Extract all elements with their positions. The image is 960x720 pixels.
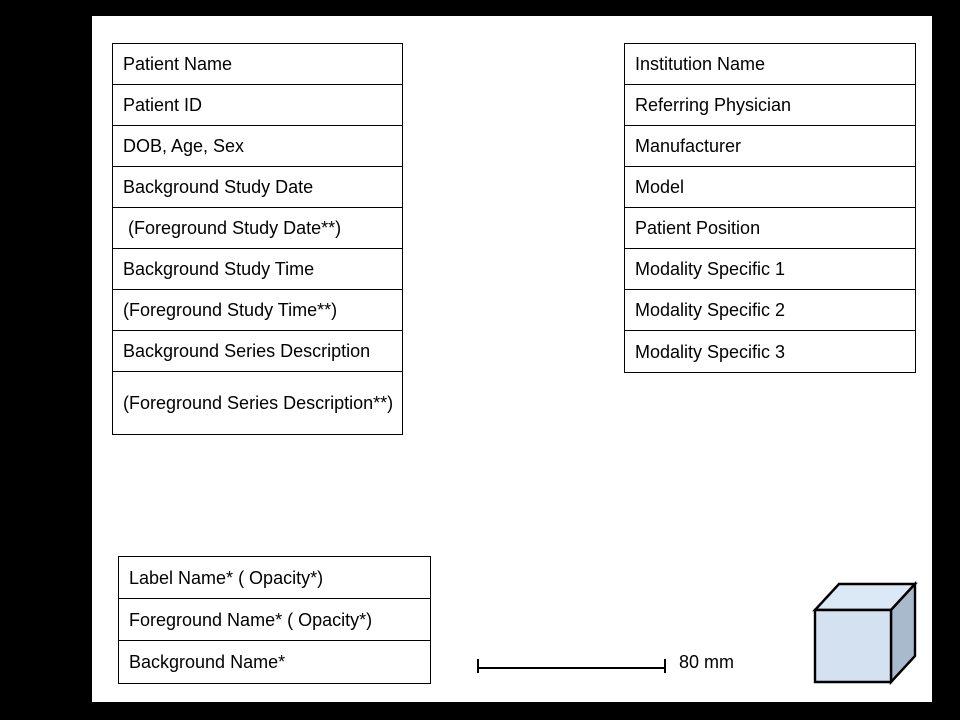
- table-row: DOB, Age, Sex: [113, 126, 402, 167]
- table-row: Background Study Time: [113, 249, 402, 290]
- layer-names-table: Label Name* ( Opacity*) Foreground Name*…: [118, 556, 431, 684]
- scale-bar: [477, 659, 666, 673]
- scale-bar-label: 80 mm: [679, 652, 735, 672]
- table-row: Background Series Description: [113, 331, 402, 372]
- table-row: Patient Position: [625, 208, 915, 249]
- table-row: Label Name* ( Opacity*): [119, 557, 430, 599]
- orientation-cube-icon: [812, 580, 918, 686]
- scale-bar-right-tick: [664, 659, 666, 673]
- table-row: Modality Specific 3: [635, 341, 786, 362]
- table-row: Modality Specific 1: [625, 249, 915, 290]
- table-row: Modality Specific 2: [625, 290, 915, 331]
- table-row: Manufacturer: [625, 126, 915, 167]
- table-row: Referring Physician: [625, 85, 915, 126]
- table-row: Patient ID: [113, 85, 402, 126]
- table-row: (Foreground Study Time**): [113, 290, 402, 331]
- scale-bar-left-tick: [477, 659, 479, 673]
- viewer-canvas: Patient Name Patient ID DOB, Age, Sex Ba…: [92, 16, 932, 702]
- table-row: Patient Name: [113, 44, 402, 85]
- table-row: Institution Name: [625, 44, 915, 85]
- table-row: Foreground Name* ( Opacity*): [119, 599, 430, 641]
- table-row: Background Study Date: [113, 167, 402, 208]
- study-fields-table: Institution Name Referring Physician Man…: [624, 43, 916, 373]
- table-row: (Foreground Series Description**): [123, 393, 394, 413]
- table-row: (Foreground Study Date**): [113, 208, 402, 249]
- scale-bar-line: [477, 667, 666, 669]
- patient-fields-table: Patient Name Patient ID DOB, Age, Sex Ba…: [112, 43, 403, 435]
- table-row: Model: [625, 167, 915, 208]
- table-row: Background Name*: [129, 652, 286, 672]
